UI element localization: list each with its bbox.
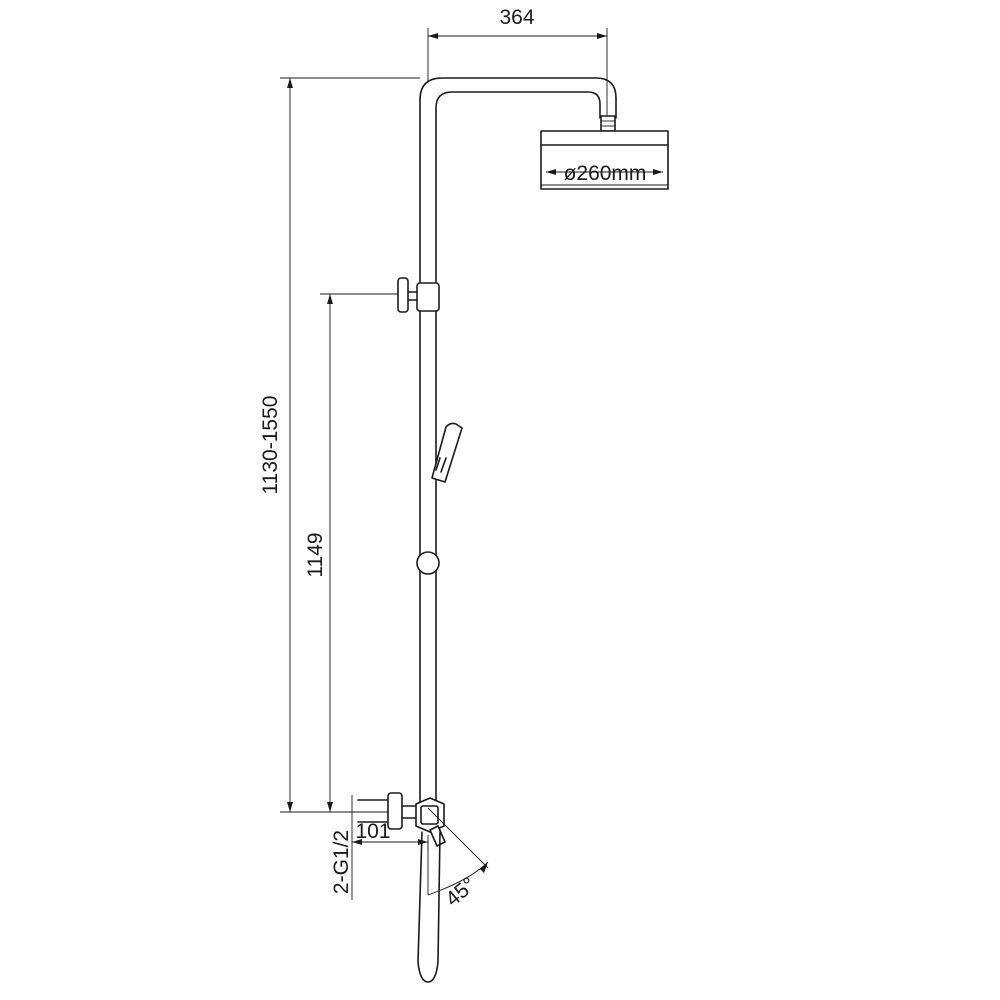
hand-shower — [431, 422, 463, 483]
head-diameter-label: ø260mm — [564, 162, 647, 185]
bracket-height-label: 1149 — [304, 532, 327, 577]
total-height-label: 1130-1550 — [259, 396, 282, 495]
bracket-height-dimension: 1149 — [304, 293, 398, 812]
overhead-shower-head: ø260mm — [540, 115, 669, 190]
tub-spout — [417, 831, 441, 983]
wall-bracket — [397, 277, 440, 313]
arm-reach-label: 364 — [499, 6, 534, 29]
inlet-offset-label: 101 — [355, 820, 390, 843]
inlet-thread-label: 2-G1/2 — [330, 830, 353, 894]
total-height-dimension: 1130-1550 — [259, 77, 420, 813]
spout-angle-label: 45° — [441, 873, 480, 911]
riser-pipe — [419, 77, 617, 806]
mixer-valve — [357, 792, 446, 847]
slider-holder — [416, 551, 440, 575]
arm-reach-dimension: 364 — [427, 6, 608, 128]
